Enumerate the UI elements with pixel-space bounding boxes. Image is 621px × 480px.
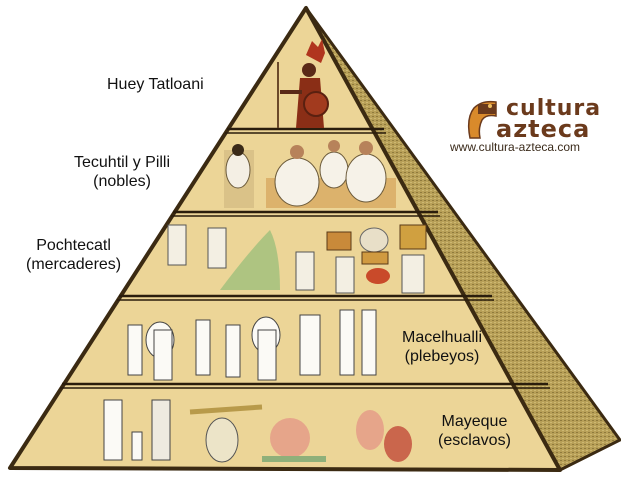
level-label-slaves: Mayeque (esclavos) [438, 412, 511, 450]
serpent-head-icon [467, 100, 497, 139]
nobles-illustration [224, 140, 396, 208]
band-dividers [60, 127, 550, 389]
level-subtitle: (nobles) [93, 173, 151, 190]
slaves-illustration [103, 399, 412, 463]
level-subtitle: (esclavos) [438, 432, 511, 449]
level-label-nobles: Tecuhtil y Pilli (nobles) [74, 153, 170, 191]
logo-url[interactable]: www.cultura-azteca.com [450, 140, 581, 154]
ruler-illustration [277, 39, 329, 128]
pyramid-front-face [8, 6, 562, 472]
commoners-illustration [127, 309, 377, 381]
logo-line1: cultura [506, 96, 602, 121]
level-name: Mayeque [441, 413, 508, 430]
level-label-commoners: Macelhualli (plebeyos) [402, 328, 482, 366]
logo-line2: azteca [496, 115, 591, 143]
level-name: Huey Tatloani [107, 76, 204, 93]
level-name: Pochtecatl [36, 237, 111, 254]
level-name: Tecuhtil y Pilli [74, 154, 171, 171]
level-subtitle: (plebeyos) [404, 348, 480, 365]
merchants-illustration [167, 224, 427, 294]
site-logo: cultura azteca www.cultura-azteca.com [450, 96, 615, 158]
level-label-ruler: Huey Tatloani [107, 75, 204, 94]
level-label-merchants: Pochtecatl (mercaderes) [26, 236, 121, 274]
level-name: Macelhualli [402, 329, 483, 346]
level-subtitle: (mercaderes) [26, 256, 122, 273]
